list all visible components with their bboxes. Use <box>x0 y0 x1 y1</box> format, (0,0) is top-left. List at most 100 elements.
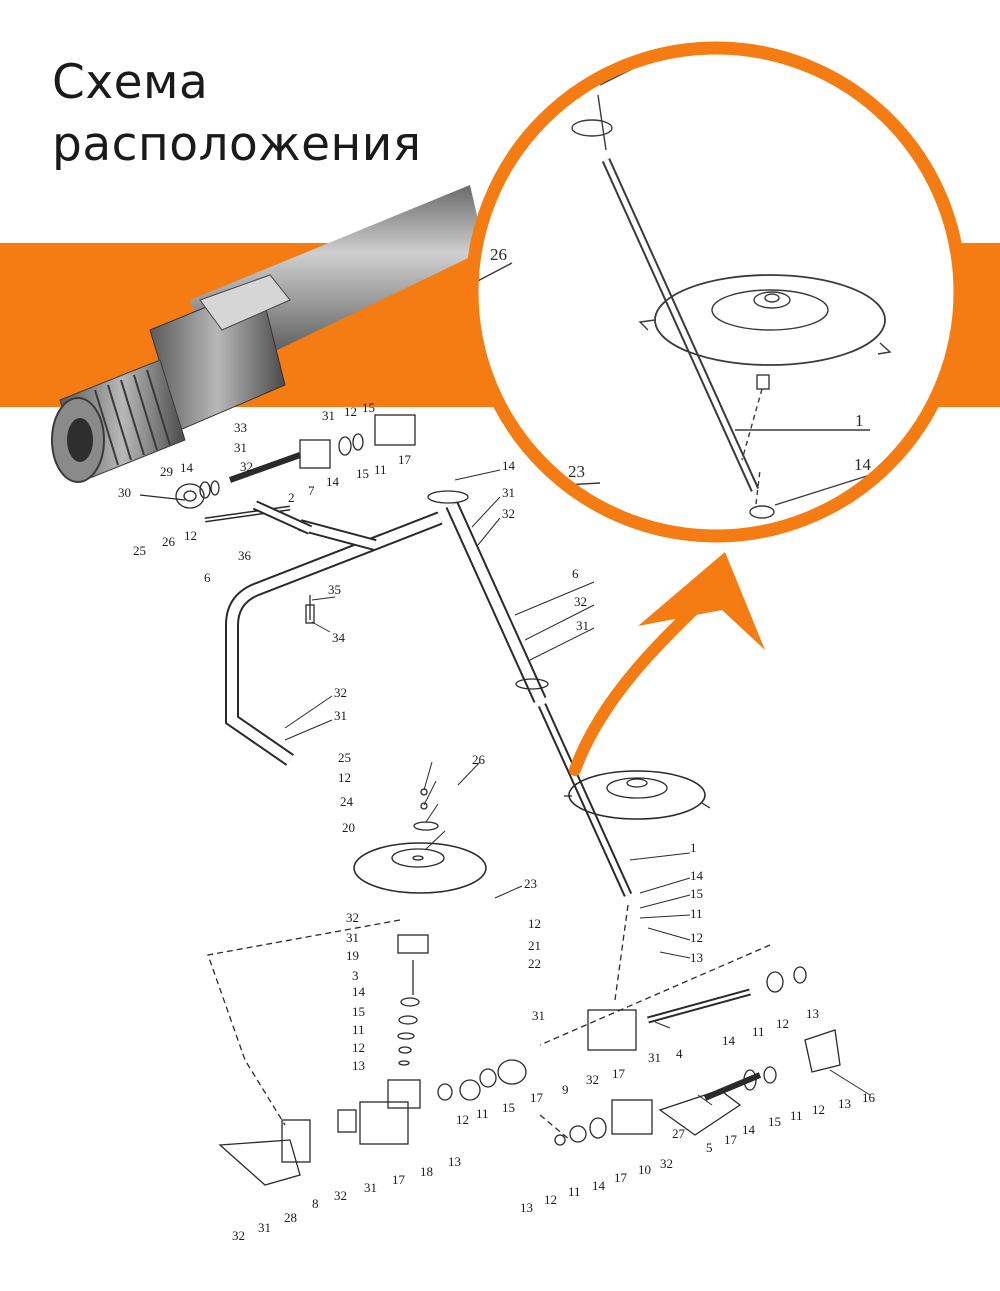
orange-arrow <box>569 552 765 776</box>
part-label: 17 <box>398 452 412 467</box>
part-label: 12 <box>690 930 703 945</box>
part-label: 12 <box>184 528 197 543</box>
part-label: 15 <box>690 886 703 901</box>
part-label: 36 <box>238 548 252 563</box>
part-label: 28 <box>284 1210 297 1225</box>
title-line-2: расположения <box>52 117 422 172</box>
part-label: 14 <box>502 458 516 473</box>
part-label: 32 <box>586 1072 599 1087</box>
part-label: 14 <box>742 1122 756 1137</box>
parts-drawing <box>139 414 841 1186</box>
part-label: 14 <box>180 460 194 475</box>
part-label: 11 <box>476 1106 489 1121</box>
part-label: 11 <box>568 1184 581 1199</box>
part-label: 11 <box>752 1024 765 1039</box>
part-label: 31 <box>234 440 247 455</box>
part-label: 13 <box>806 1006 819 1021</box>
threaded-rod-photo <box>51 185 485 483</box>
part-label: 17 <box>612 1066 626 1081</box>
part-label: 11 <box>374 462 387 477</box>
part-label: 10 <box>638 1162 651 1177</box>
part-label: 13 <box>690 950 703 965</box>
part-label: 11 <box>352 1022 365 1037</box>
part-label: 15 <box>502 1100 515 1115</box>
part-label: 25 <box>133 543 146 558</box>
part-label: 31 <box>322 408 335 423</box>
part-label: 14 <box>722 1033 736 1048</box>
part-label: 18 <box>420 1164 433 1179</box>
part-label: 12 <box>344 404 357 419</box>
part-label: 15 <box>768 1114 781 1129</box>
part-label: 14 <box>592 1178 606 1193</box>
part-label: 31 <box>346 930 359 945</box>
zoom-callout: 26 1 23 14 <box>465 41 967 543</box>
part-label: 31 <box>334 708 347 723</box>
part-label: 13 <box>448 1154 461 1169</box>
part-label: 2 <box>288 490 295 505</box>
part-label: 17 <box>530 1090 544 1105</box>
title-line-1: Схема <box>52 55 209 110</box>
part-label: 26 <box>472 752 486 767</box>
part-label: 16 <box>862 1090 876 1105</box>
part-label: 12 <box>544 1192 557 1207</box>
part-label: 15 <box>356 466 369 481</box>
part-label: 32 <box>502 506 515 521</box>
part-label: 6 <box>572 566 579 581</box>
part-label: 31 <box>532 1008 545 1023</box>
part-labels: 33 31 32 31 12 15 29 14 30 25 26 12 36 2… <box>118 400 876 1243</box>
part-label: 12 <box>812 1102 825 1117</box>
part-label: 25 <box>338 750 351 765</box>
part-label: 27 <box>672 1126 686 1141</box>
part-label: 17 <box>724 1132 738 1147</box>
part-label: 26 <box>162 534 176 549</box>
part-label: 11 <box>690 906 703 921</box>
part-label: 29 <box>160 464 173 479</box>
part-label: 31 <box>258 1220 271 1235</box>
part-label: 12 <box>456 1112 469 1127</box>
part-label: 6 <box>204 570 211 585</box>
part-label: 13 <box>352 1058 365 1073</box>
part-label: 14 <box>352 984 366 999</box>
leader-lines <box>284 469 871 1106</box>
part-label: 14 <box>326 474 340 489</box>
part-label: 7 <box>308 483 315 498</box>
part-label: 11 <box>790 1108 803 1123</box>
part-label: 31 <box>576 618 589 633</box>
part-label: 3 <box>352 968 359 983</box>
part-label: 9 <box>562 1082 569 1097</box>
part-label: 32 <box>334 1188 347 1203</box>
part-label: 20 <box>342 820 355 835</box>
part-label: 32 <box>240 459 253 474</box>
part-label: 13 <box>838 1096 851 1111</box>
part-label: 12 <box>528 916 541 931</box>
part-label: 34 <box>332 630 346 645</box>
part-label: 5 <box>706 1140 713 1155</box>
part-label: 1 <box>690 840 697 855</box>
part-label: 8 <box>312 1196 319 1211</box>
part-label: 32 <box>660 1156 673 1171</box>
part-label: 30 <box>118 485 131 500</box>
part-label: 14 <box>690 868 704 883</box>
callout-label-23: 23 <box>568 462 585 481</box>
part-label: 35 <box>328 582 341 597</box>
part-label: 31 <box>364 1180 377 1195</box>
part-label: 32 <box>346 910 359 925</box>
part-label: 17 <box>392 1172 406 1187</box>
part-label: 32 <box>574 594 587 609</box>
part-label: 23 <box>524 876 537 891</box>
callout-ring <box>465 41 967 543</box>
part-label: 12 <box>352 1040 365 1055</box>
part-label: 13 <box>520 1200 533 1215</box>
part-label: 12 <box>338 770 351 785</box>
part-label: 15 <box>362 400 375 415</box>
part-label: 33 <box>234 420 247 435</box>
part-label: 15 <box>352 1004 365 1019</box>
part-label: 31 <box>502 485 515 500</box>
part-label: 12 <box>776 1016 789 1031</box>
part-label: 24 <box>340 794 354 809</box>
part-label: 19 <box>346 948 359 963</box>
part-label: 22 <box>528 956 541 971</box>
part-label: 32 <box>232 1228 245 1243</box>
